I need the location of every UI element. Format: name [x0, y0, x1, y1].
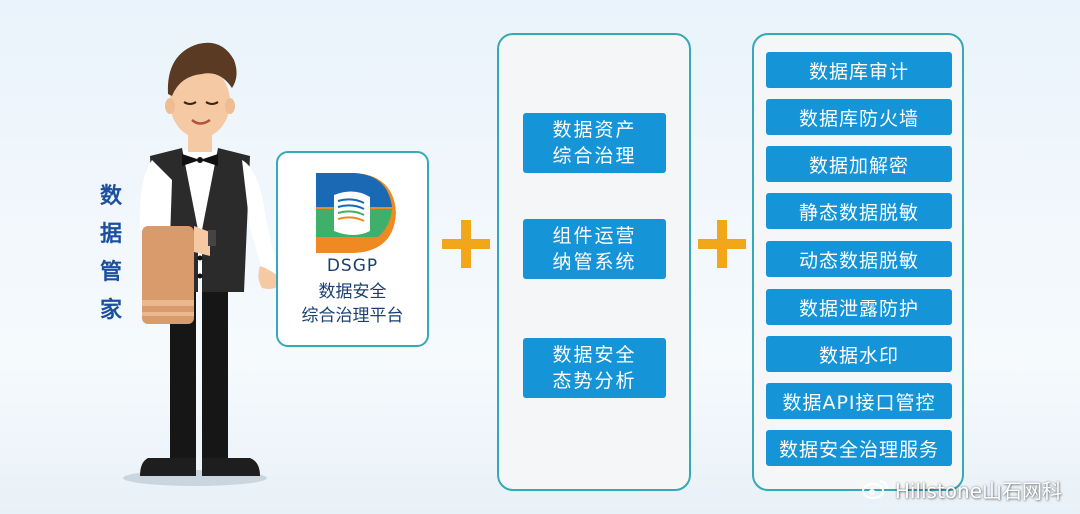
- product-item: 静态数据脱敏: [766, 193, 952, 229]
- product-item: 数据API接口管控: [766, 383, 952, 419]
- data-steward-label: 数 据 管 家: [96, 178, 126, 330]
- plus-icon: [442, 220, 490, 268]
- product-item: 数据加解密: [766, 146, 952, 182]
- module-line2: 态势分析: [552, 370, 637, 392]
- platform-name-line2: 综合治理平台: [301, 306, 404, 326]
- plus-icon: [698, 220, 746, 268]
- security-product-panel: 数据库审计 数据库防火墙 数据加解密 静态数据脱敏 动态数据脱敏 数据泄露防护 …: [752, 33, 964, 491]
- platform-name-line1: 数据安全: [318, 282, 387, 302]
- module-line2: 纳管系统: [552, 251, 637, 273]
- platform-code: DSGP: [326, 256, 379, 276]
- label-char: 数: [99, 184, 122, 209]
- module-situation-analysis: 数据安全 态势分析: [523, 338, 666, 398]
- product-item: 数据库审计: [766, 52, 952, 88]
- module-line1: 数据资产: [552, 119, 637, 141]
- product-item: 数据水印: [766, 336, 952, 372]
- product-item: 数据安全治理服务: [766, 430, 952, 466]
- product-item: 数据库防火墙: [766, 99, 952, 135]
- product-item: 数据泄露防护: [766, 289, 952, 325]
- weibo-icon: [861, 480, 888, 499]
- dsgp-logo-icon: [316, 173, 396, 253]
- module-asset-governance: 数据资产 综合治理: [523, 113, 666, 173]
- product-item: 动态数据脱敏: [766, 241, 952, 277]
- platform-card: DSGP 数据安全 综合治理平台: [276, 151, 429, 347]
- label-char: 家: [99, 298, 122, 323]
- label-char: 据: [99, 222, 122, 247]
- module-line2: 综合治理: [552, 145, 637, 167]
- platform-name: 数据安全 综合治理平台: [278, 280, 427, 328]
- module-line1: 组件运营: [552, 225, 637, 247]
- butler-illustration: [123, 42, 280, 486]
- module-line1: 数据安全: [552, 344, 637, 366]
- watermark-text: Hillstone山石网科: [894, 478, 1062, 503]
- label-char: 管: [99, 260, 122, 285]
- module-component-ops: 组件运营 纳管系统: [523, 219, 666, 279]
- core-module-panel: 数据资产 综合治理 组件运营 纳管系统 数据安全 态势分析: [497, 33, 691, 491]
- watermark: Hillstone山石网科: [861, 474, 1062, 504]
